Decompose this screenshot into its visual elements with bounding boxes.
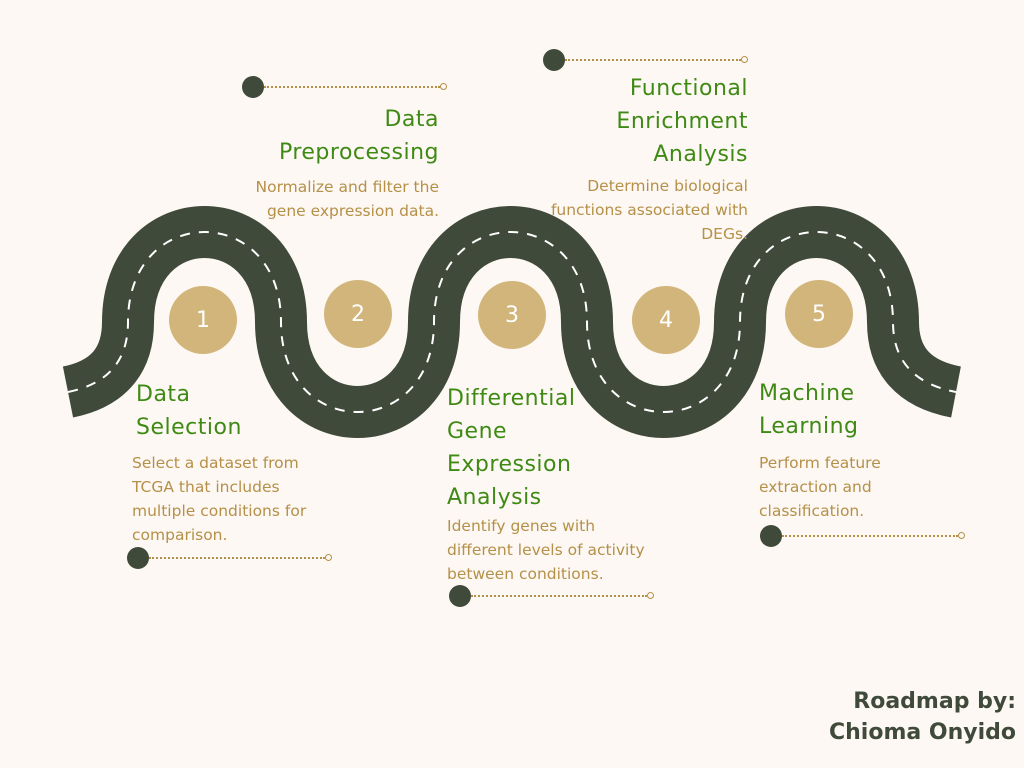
- marker-dot: [127, 547, 149, 569]
- step-4-description: Determine biological functions associate…: [550, 177, 748, 243]
- step-2-marker: [242, 76, 452, 98]
- step-4-title: Functional Enrichment Analysis: [616, 76, 748, 167]
- step-5-marker: [760, 525, 970, 547]
- marker-dot: [449, 585, 471, 607]
- step-3-title: Differential Gene Expression Analysis: [447, 386, 576, 510]
- author-credit: Roadmap by: Chioma Onyido: [829, 689, 1016, 745]
- marker-end: [741, 56, 748, 63]
- marker-dot: [242, 76, 264, 98]
- marker-end: [325, 554, 332, 561]
- step-5-description: Perform feature extraction and classific…: [759, 454, 881, 520]
- step-1-title: Data Selection: [136, 382, 242, 440]
- marker-line: [149, 557, 325, 559]
- marker-end: [440, 83, 447, 90]
- step-1-description: Select a dataset from TCGA that includes…: [132, 454, 307, 544]
- step-2-title: Data Preprocessing: [278, 107, 439, 165]
- marker-end: [647, 592, 654, 599]
- marker-line: [264, 86, 440, 88]
- step-4-number: 4: [632, 286, 700, 354]
- marker-line: [471, 595, 647, 597]
- step-5-title: Machine Learning: [759, 381, 859, 439]
- marker-line: [782, 535, 958, 537]
- step-3-number: 3: [478, 281, 546, 349]
- step-1-marker: [127, 547, 337, 569]
- step-4-marker: [543, 49, 753, 71]
- marker-end: [958, 532, 965, 539]
- step-3-description: Identify genes with different levels of …: [447, 517, 645, 583]
- step-3-marker: [449, 585, 659, 607]
- step-5-number: 5: [785, 280, 853, 348]
- road-center-dashes: [67, 231, 957, 413]
- marker-dot: [760, 525, 782, 547]
- marker-line: [565, 59, 741, 61]
- step-2-description: Normalize and filter the gene expression…: [255, 178, 440, 220]
- marker-dot: [543, 49, 565, 71]
- step-2-number: 2: [324, 280, 392, 348]
- step-1-number: 1: [169, 286, 237, 354]
